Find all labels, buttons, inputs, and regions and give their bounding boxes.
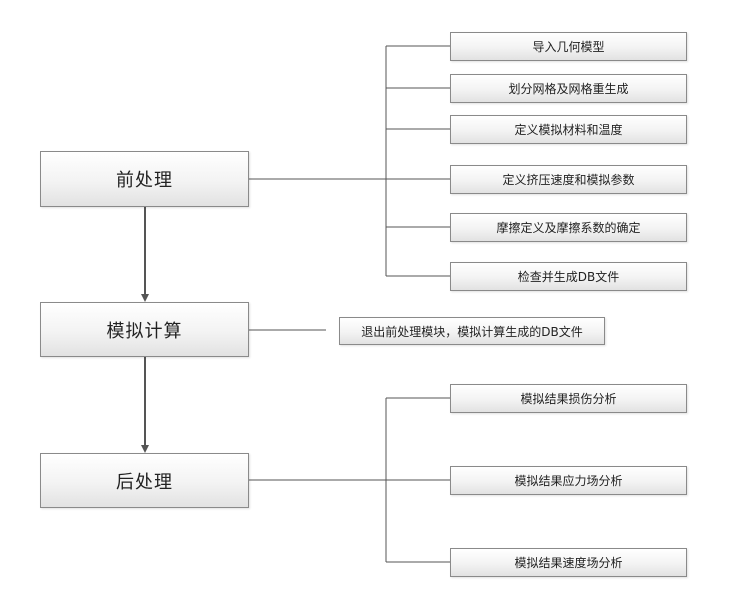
pre-step-box: 摩擦定义及摩擦系数的确定 (450, 213, 687, 242)
pre-step-box: 定义模拟材料和温度 (450, 115, 687, 144)
pre-step-label: 定义模拟材料和温度 (514, 123, 623, 137)
pre-step-box: 定义挤压速度和模拟参数 (450, 165, 687, 194)
pre-step-label: 摩擦定义及摩擦系数的确定 (496, 221, 641, 235)
pre-step-label: 定义挤压速度和模拟参数 (502, 173, 635, 187)
pre-step-label: 划分网格及网格重生成 (508, 82, 629, 96)
stage-preprocessing-label: 前处理 (116, 170, 173, 191)
stage-simulation: 模拟计算 (40, 302, 249, 357)
post-step-box: 模拟结果应力场分析 (450, 466, 687, 495)
sim-step-box: 退出前处理模块，模拟计算生成的DB文件 (339, 317, 605, 345)
post-step-label: 模拟结果速度场分析 (514, 556, 623, 570)
post-step-label: 模拟结果应力场分析 (514, 474, 623, 488)
stage-postprocessing-label: 后处理 (116, 471, 173, 493)
post-step-box: 模拟结果损伤分析 (450, 384, 687, 413)
post-step-box: 模拟结果速度场分析 (450, 548, 687, 577)
sim-step-label: 退出前处理模块，模拟计算生成的DB文件 (361, 324, 583, 339)
pre-step-box: 检查并生成DB文件 (450, 262, 687, 291)
stage-preprocessing: 前处理 (40, 151, 249, 207)
stage-simulation-label: 模拟计算 (106, 320, 183, 342)
pre-step-box: 划分网格及网格重生成 (450, 74, 687, 103)
stage-postprocessing: 后处理 (40, 453, 249, 508)
pre-step-box: 导入几何模型 (450, 32, 687, 61)
pre-step-label: 导入几何模型 (532, 40, 605, 54)
post-step-label: 模拟结果损伤分析 (520, 392, 617, 406)
pre-step-label: 检查并生成DB文件 (517, 270, 620, 284)
